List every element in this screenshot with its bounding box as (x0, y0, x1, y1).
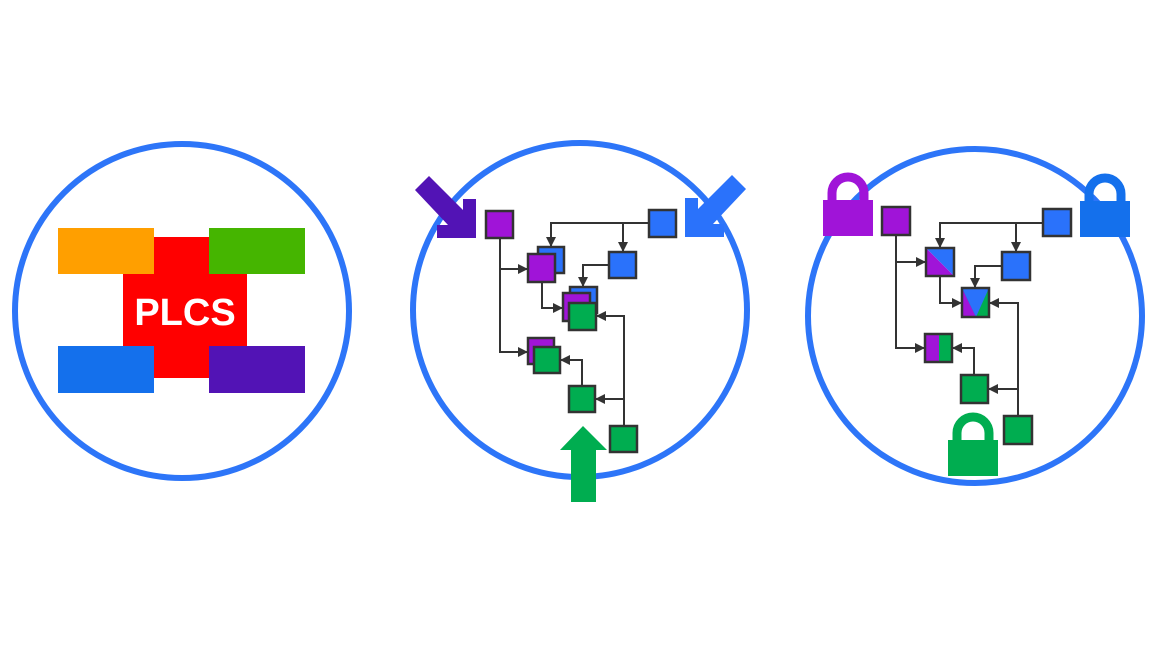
blue-node (1000, 250, 1032, 282)
edges (499, 222, 649, 426)
merge-graph-panel (410, 140, 750, 502)
blue-node (1041, 207, 1073, 238)
purple-blue-merged-node (924, 246, 956, 278)
orange-block (58, 228, 154, 274)
green-node (959, 373, 990, 405)
ring-left (12, 141, 352, 481)
blue-incoming-arrow-icon (685, 175, 746, 237)
blue-node (607, 250, 638, 280)
purple-incoming-arrow-icon (415, 176, 476, 238)
edges (895, 222, 1043, 416)
purple-lock-icon (823, 172, 873, 236)
purple-block (209, 346, 305, 393)
green-node (1002, 414, 1034, 446)
three-way-merged-node (960, 286, 991, 319)
blue-lock-icon (1080, 173, 1130, 237)
plcs-logo-panel: PLCS (12, 141, 352, 481)
green-lock-icon (948, 412, 998, 476)
green-node (532, 345, 562, 375)
ring-right (805, 146, 1145, 486)
green-node (567, 384, 597, 414)
locked-graph-panel (805, 146, 1145, 486)
green-node (608, 424, 639, 454)
purple-green-merged-node (923, 332, 954, 364)
green-incoming-arrow-icon (560, 426, 607, 502)
green-node (567, 301, 598, 332)
blue-node (647, 208, 678, 239)
blue-block (58, 346, 154, 393)
plcs-label: PLCS (134, 292, 235, 334)
green-block (209, 228, 305, 274)
purple-node (880, 205, 912, 237)
purple-node (484, 209, 515, 240)
purple-node (526, 252, 557, 284)
